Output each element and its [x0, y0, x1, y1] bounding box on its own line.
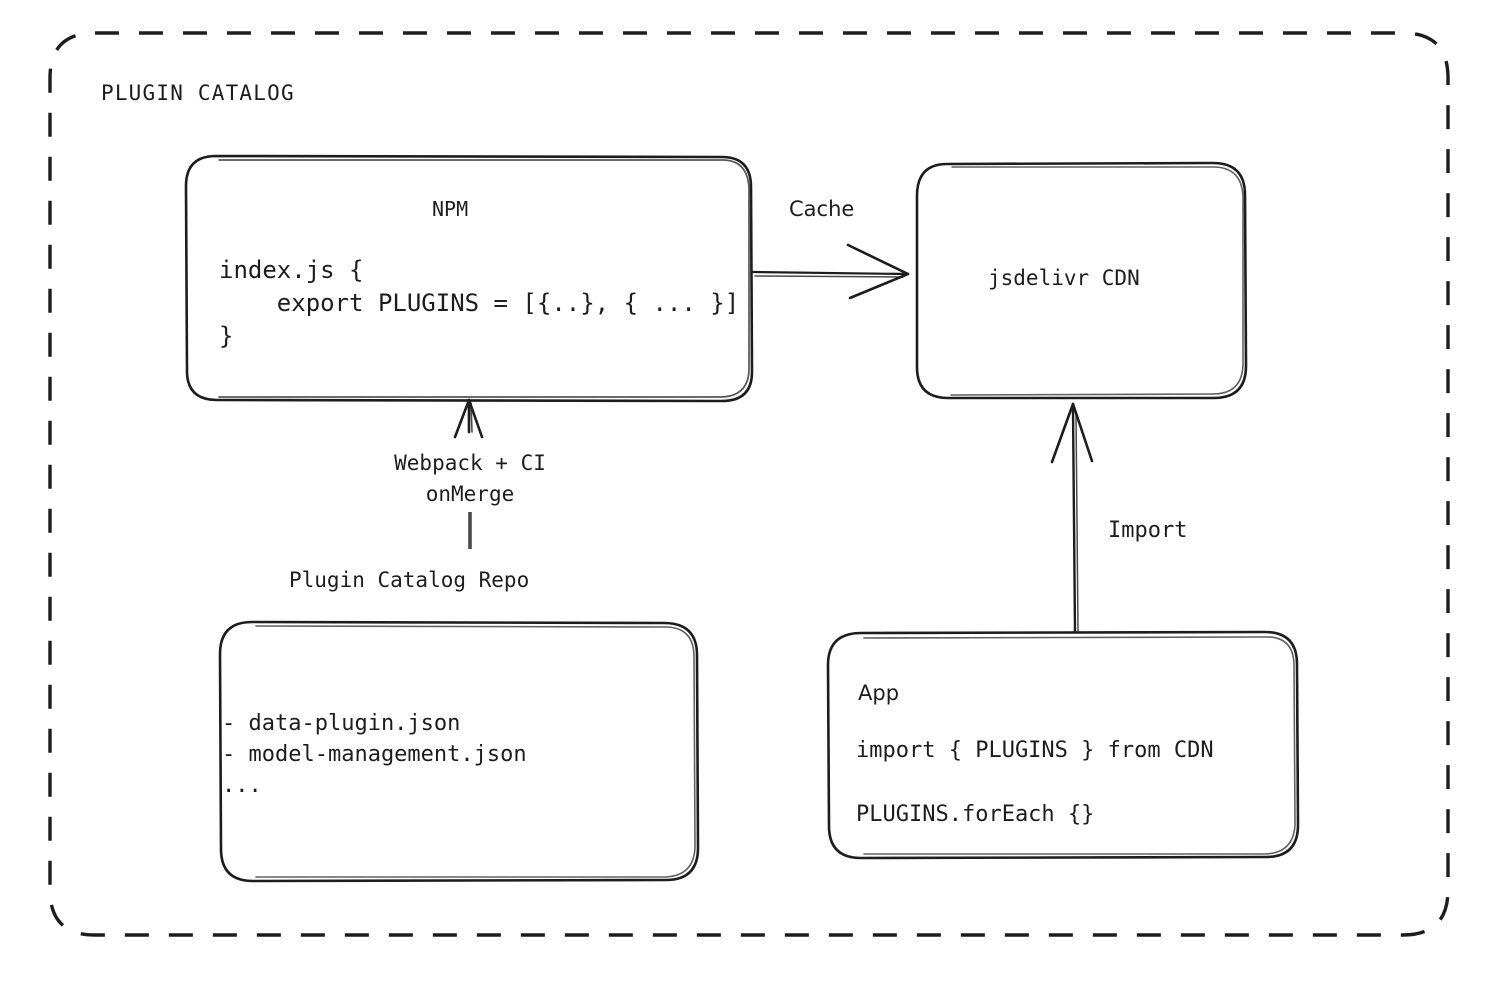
cdn-node-title: jsdelivr CDN — [988, 266, 1140, 290]
group-title: PLUGIN CATALOG — [101, 81, 295, 105]
npm-node-title: NPM — [432, 197, 469, 221]
import-arrow — [1050, 402, 1094, 634]
cache-arrow — [751, 243, 910, 300]
repo-node-list: - data-plugin.json - model-management.js… — [222, 711, 527, 798]
import-edge-label: Import — [1108, 518, 1188, 543]
npm-node-code: index.js { export PLUGINS = [{..}, { ...… — [219, 256, 740, 350]
cache-edge-label: Cache — [789, 197, 855, 221]
repo-node-caption: Plugin Catalog Repo — [289, 568, 530, 592]
app-node-title: App — [858, 681, 900, 705]
build-edge-label: Webpack + CI onMerge — [394, 451, 546, 506]
app-node-code-import: import { PLUGINS } from CDN — [856, 738, 1214, 763]
app-node-code-foreach: PLUGINS.forEach {} — [856, 802, 1095, 827]
